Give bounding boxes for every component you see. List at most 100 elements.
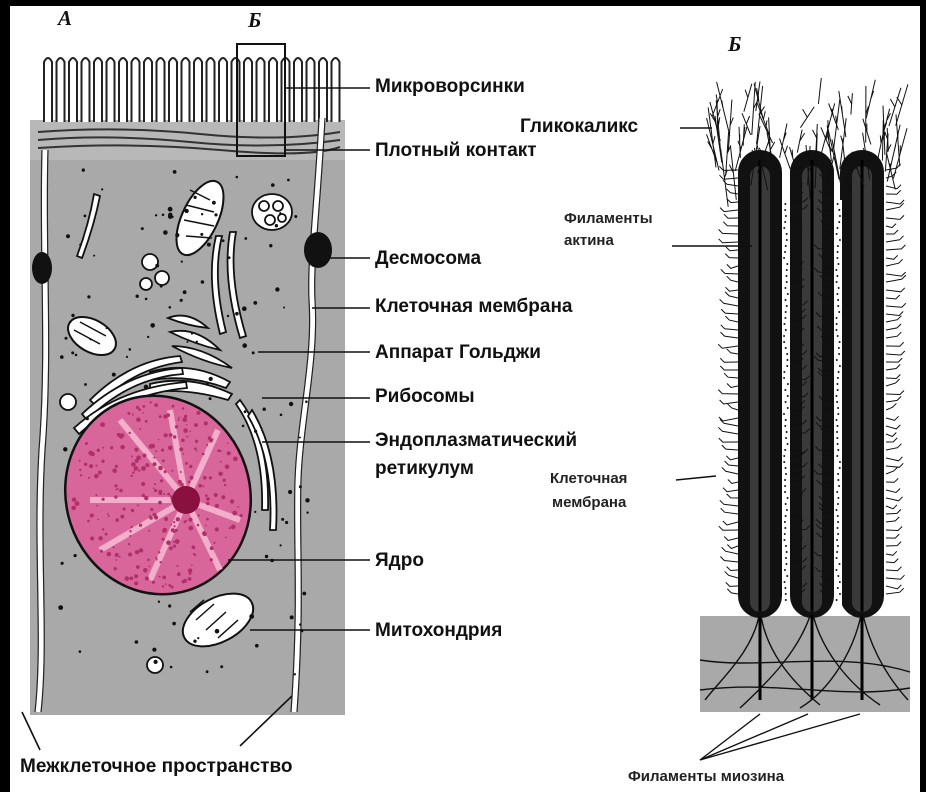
intervillus-dot [787, 443, 789, 445]
label-actin-line2: актина [564, 232, 614, 249]
intervillus-dot [786, 365, 788, 367]
chromatin-speck [128, 553, 132, 557]
chromatin-speck [221, 495, 225, 499]
chromatin-speck [134, 574, 138, 578]
ribosome [170, 666, 173, 669]
chromatin-speck [153, 462, 157, 466]
ribosome [75, 354, 78, 357]
ribosome [87, 295, 90, 298]
chromatin-speck [215, 504, 219, 508]
chromatin-speck [154, 483, 156, 485]
intervillus-dot [783, 323, 785, 325]
chromatin-speck [188, 481, 191, 484]
chromatin-speck [115, 553, 119, 557]
chromatin-speck [138, 469, 140, 471]
intervillus-dot [784, 479, 786, 481]
ribosome [294, 215, 297, 218]
microvillus [57, 58, 65, 122]
chromatin-speck [237, 506, 239, 508]
intervillus-dot [839, 365, 841, 367]
chromatin-speck [189, 465, 192, 468]
chromatin-speck [143, 568, 148, 573]
microvillus [269, 58, 277, 122]
chromatin-speck [176, 565, 178, 567]
intervillus-dot [787, 407, 789, 409]
label-er-line1: Эндоплазматический [375, 430, 577, 452]
ribosome [197, 637, 199, 639]
chromatin-speck [171, 528, 175, 532]
intervillus-dot [784, 485, 786, 487]
panel-letter-b-detail: Б [728, 32, 741, 57]
ribosome [66, 234, 70, 238]
chromatin-speck [132, 414, 134, 416]
ribosome [285, 521, 288, 524]
intervillus-dot [784, 467, 786, 469]
intervillus-dot [836, 491, 838, 493]
intervillus-dot [836, 401, 838, 403]
ribosome [193, 640, 196, 643]
intervillus-dot [839, 239, 841, 241]
intervillus-dot [837, 299, 839, 301]
ribosome [265, 555, 268, 558]
intervillus-dot [786, 239, 788, 241]
chromatin-speck [101, 460, 104, 463]
intervillus-dot [836, 323, 838, 325]
ribosome [290, 615, 294, 619]
ribosome [63, 447, 67, 451]
ribosome [168, 213, 172, 217]
chromatin-speck [204, 421, 208, 425]
intervillus-dot [837, 425, 839, 427]
intervillus-dot [784, 569, 786, 571]
ribosome [191, 333, 193, 335]
microvillus [107, 58, 115, 122]
ribosome [209, 377, 213, 381]
chromatin-speck [196, 450, 198, 452]
intervillus-dot [836, 257, 838, 259]
label-myosin: Филаменты миозина [628, 768, 784, 785]
chromatin-speck [158, 576, 160, 578]
chromatin-speck [132, 472, 134, 474]
intervillus-dot [784, 491, 786, 493]
ribosome [84, 383, 87, 386]
chromatin-speck [89, 464, 93, 468]
chromatin-speck [173, 435, 176, 438]
chromatin-speck [110, 446, 113, 449]
ribosome [279, 212, 281, 214]
intervillus-dot [783, 461, 785, 463]
label-actin-line1: Филаменты [564, 210, 653, 227]
chromatin-speck [164, 433, 168, 437]
intervillus-dot [785, 419, 787, 421]
ribosome [289, 402, 293, 406]
ribosome [209, 397, 212, 400]
intervillus-dot [785, 401, 787, 403]
chromatin-speck [114, 495, 117, 498]
chromatin-speck [185, 462, 188, 465]
intervillus-dot [837, 473, 839, 475]
ribosome [254, 430, 257, 433]
chromatin-speck [206, 444, 208, 446]
microvillus [157, 58, 165, 122]
chromatin-speck [203, 532, 207, 536]
chromatin-speck [120, 515, 124, 519]
chromatin-speck [186, 520, 188, 522]
chromatin-speck [193, 547, 195, 549]
chromatin-speck [119, 489, 123, 493]
intervillus-dot [837, 545, 839, 547]
intervillus-dot [837, 407, 839, 409]
label-golgi: Аппарат Гольджи [375, 342, 541, 364]
intervillus-dot [783, 257, 785, 259]
intervillus-dot [786, 551, 788, 553]
intervillus-dot [838, 287, 840, 289]
microvillus [232, 58, 240, 122]
chromatin-speck [112, 469, 117, 474]
intervillus-dot [785, 329, 787, 331]
chromatin-speck [94, 474, 99, 479]
chromatin-speck [188, 568, 193, 573]
chromatin-speck [158, 551, 160, 553]
chromatin-speck [169, 433, 173, 437]
chromatin-speck [230, 499, 234, 503]
chromatin-speck [173, 545, 176, 548]
intervillus-dot [784, 587, 786, 589]
ribosome [196, 341, 198, 343]
chromatin-speck [75, 501, 80, 506]
